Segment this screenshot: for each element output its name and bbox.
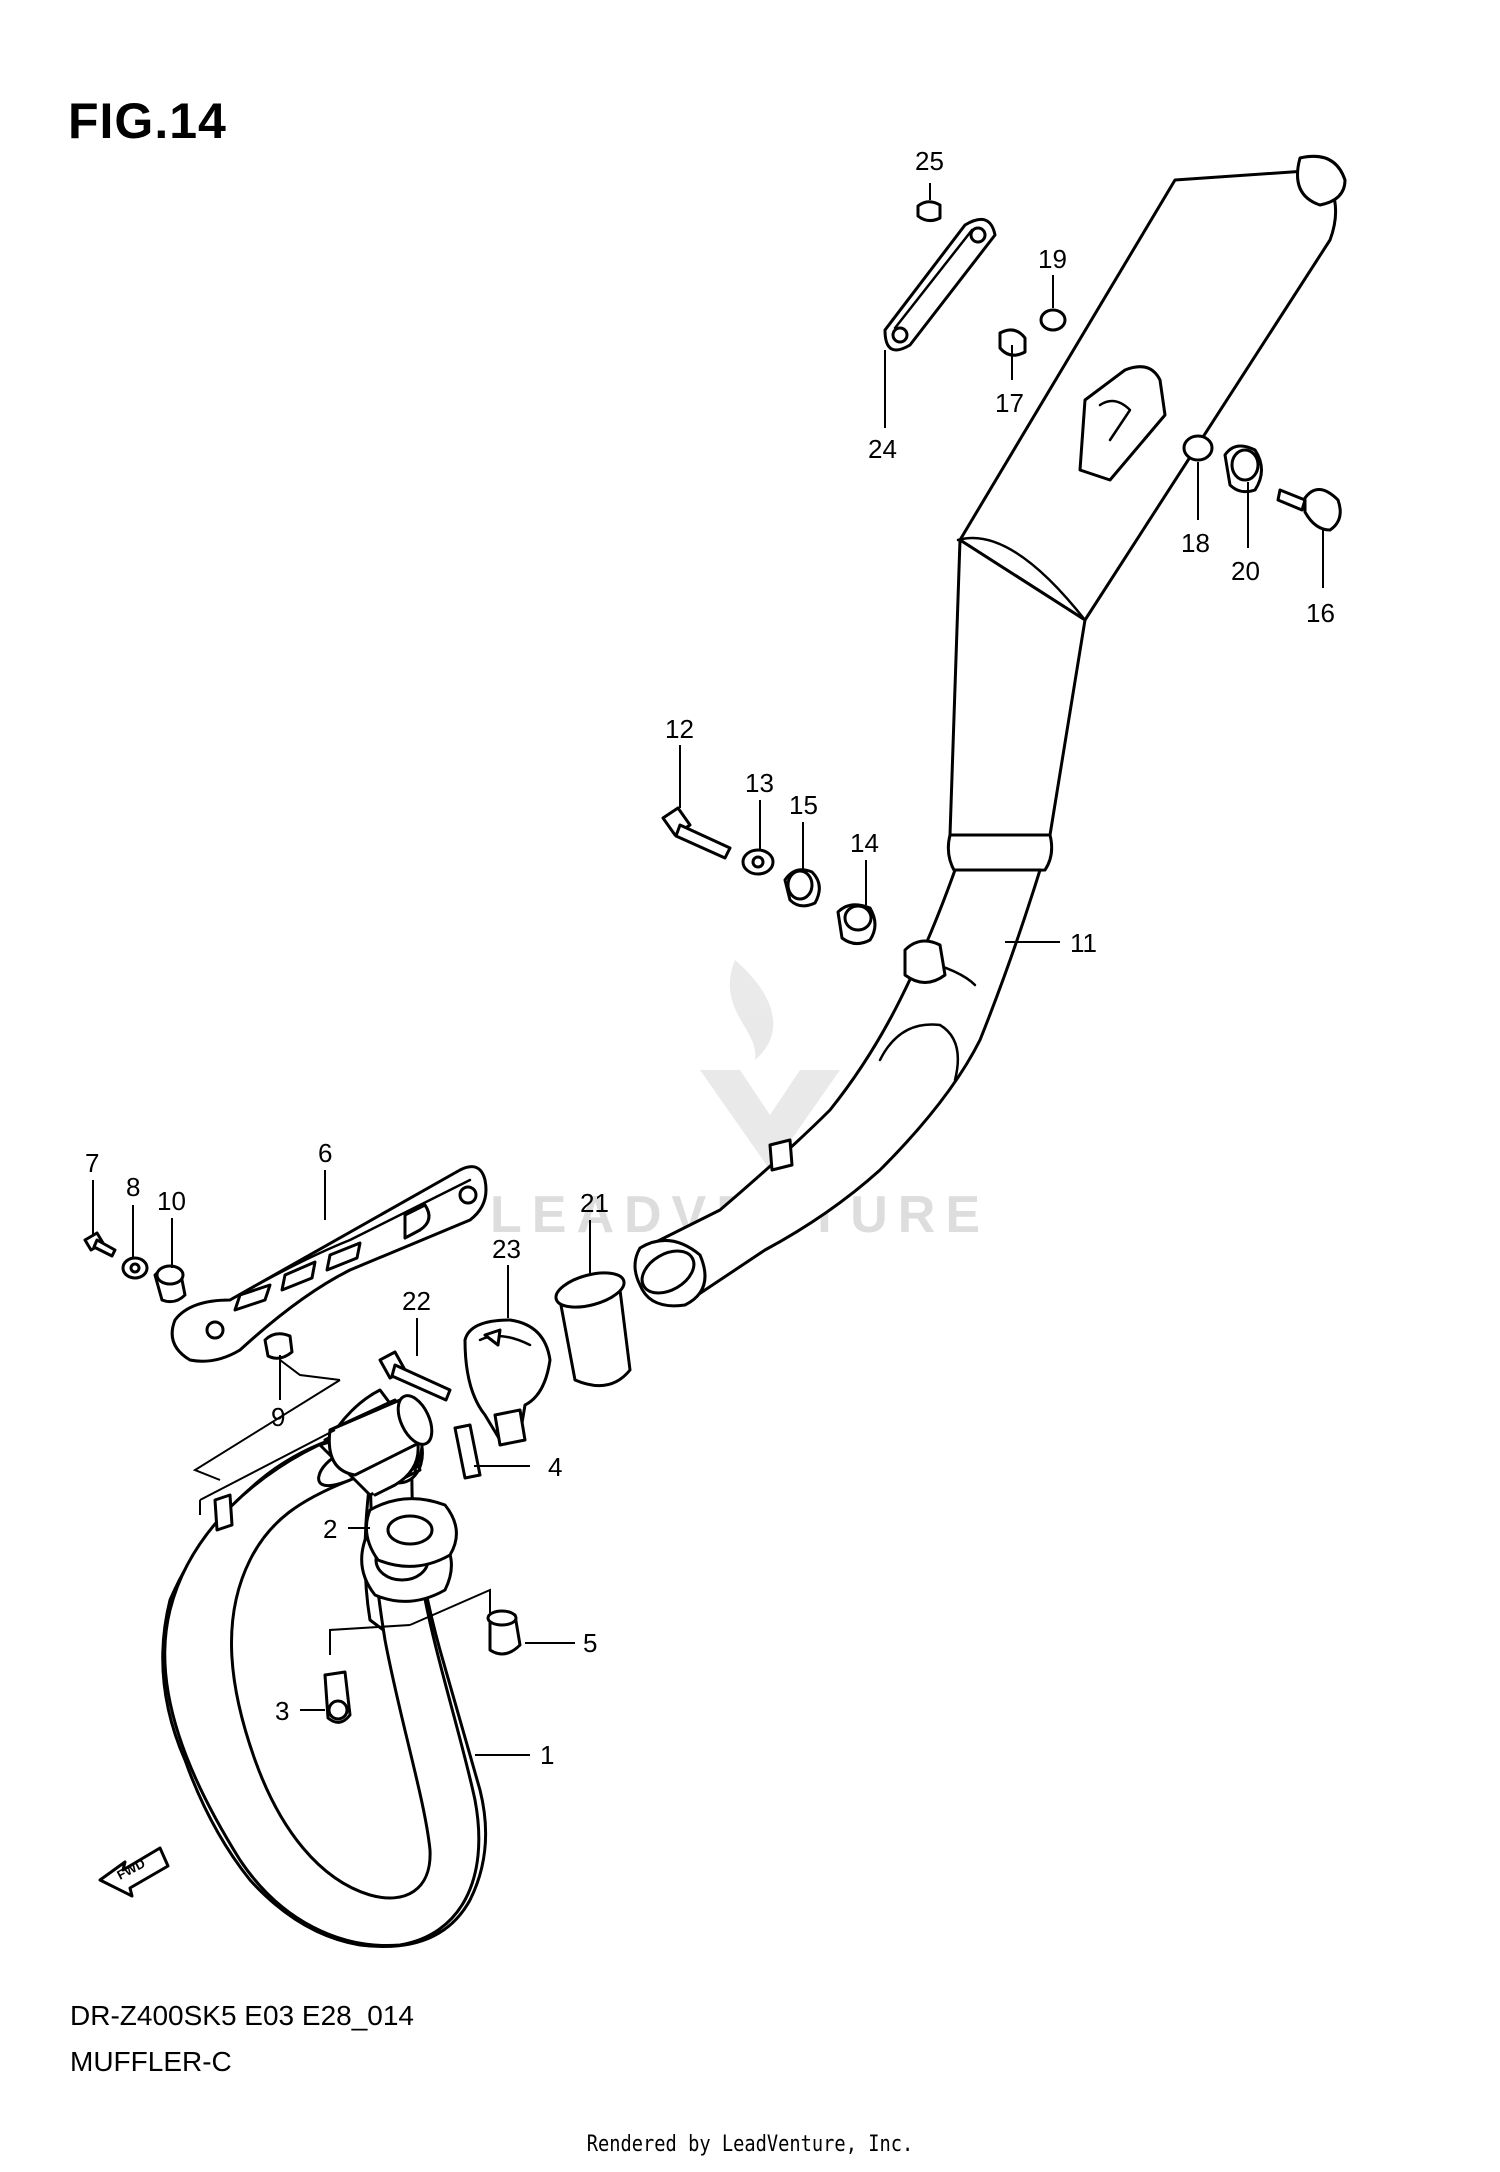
- bolt-16: [1276, 488, 1342, 532]
- nut-5: [486, 1609, 522, 1656]
- callout-16: 16: [1306, 598, 1335, 628]
- callout-numbers: 1 2 3 4 5 6 7 8 9 10 11 12 13 14 15 16 1…: [85, 146, 1335, 1770]
- grommet-15: [783, 868, 821, 908]
- bolt-3: [323, 1670, 352, 1724]
- callout-4: 4: [548, 1452, 562, 1482]
- collar-10: [153, 1264, 187, 1304]
- callout-3: 3: [275, 1696, 289, 1726]
- callout-7: 7: [85, 1148, 99, 1178]
- bolt-25: [916, 200, 942, 223]
- callout-6: 6: [318, 1138, 332, 1168]
- bolt-22: [378, 1350, 452, 1402]
- callout-11: 11: [1070, 928, 1097, 958]
- stud-4: [453, 1423, 482, 1480]
- nut-17: [998, 328, 1027, 357]
- bolt-12: [661, 806, 732, 860]
- washer-19: [1039, 308, 1067, 332]
- callout-19: 19: [1038, 244, 1067, 274]
- callout-5: 5: [583, 1628, 597, 1658]
- bolt-9: [192, 1332, 341, 1481]
- muffler-assembly: [633, 154, 1347, 1308]
- rendered-by-credit: Rendered by LeadVenture, Inc.: [586, 2132, 914, 2157]
- heat-shield: [170, 1165, 488, 1363]
- model-code: DR-Z400SK5 E03 E28_014: [70, 2000, 414, 2031]
- leader-lines: [92, 183, 1324, 1756]
- callout-2: 2: [323, 1514, 337, 1544]
- callout-24: 24: [868, 434, 897, 464]
- callout-23: 23: [492, 1234, 521, 1264]
- callout-21: 21: [580, 1188, 609, 1218]
- callout-17: 17: [995, 388, 1024, 418]
- gasket-flange: [364, 1497, 458, 1568]
- callout-8: 8: [126, 1172, 140, 1202]
- callout-1: 1: [540, 1740, 554, 1770]
- exhaust-pipe: FWD: [98, 1388, 488, 1949]
- watermark-logo: [700, 960, 840, 1170]
- callout-13: 13: [745, 768, 774, 798]
- washer-8: [121, 1256, 149, 1280]
- callout-9: 9: [271, 1402, 285, 1432]
- bolt-7: [83, 1231, 117, 1258]
- washer-18: [1182, 434, 1214, 462]
- washer-13: [741, 848, 775, 876]
- callout-12: 12: [665, 714, 694, 744]
- callout-22: 22: [402, 1286, 431, 1316]
- hanger-bracket-24: [883, 217, 997, 352]
- exhaust-clamp: [463, 1318, 552, 1447]
- collar-14: [836, 903, 877, 945]
- callout-14: 14: [850, 828, 879, 858]
- callout-18: 18: [1181, 528, 1210, 558]
- connector-pipe: [554, 1271, 632, 1388]
- callout-20: 20: [1231, 556, 1260, 586]
- callout-25: 25: [915, 146, 944, 176]
- callout-15: 15: [789, 790, 818, 820]
- callout-10: 10: [157, 1186, 186, 1216]
- figure-title: FIG.14: [68, 93, 227, 149]
- section-name: MUFFLER-C: [70, 2046, 232, 2077]
- grommet-20: [1223, 444, 1263, 494]
